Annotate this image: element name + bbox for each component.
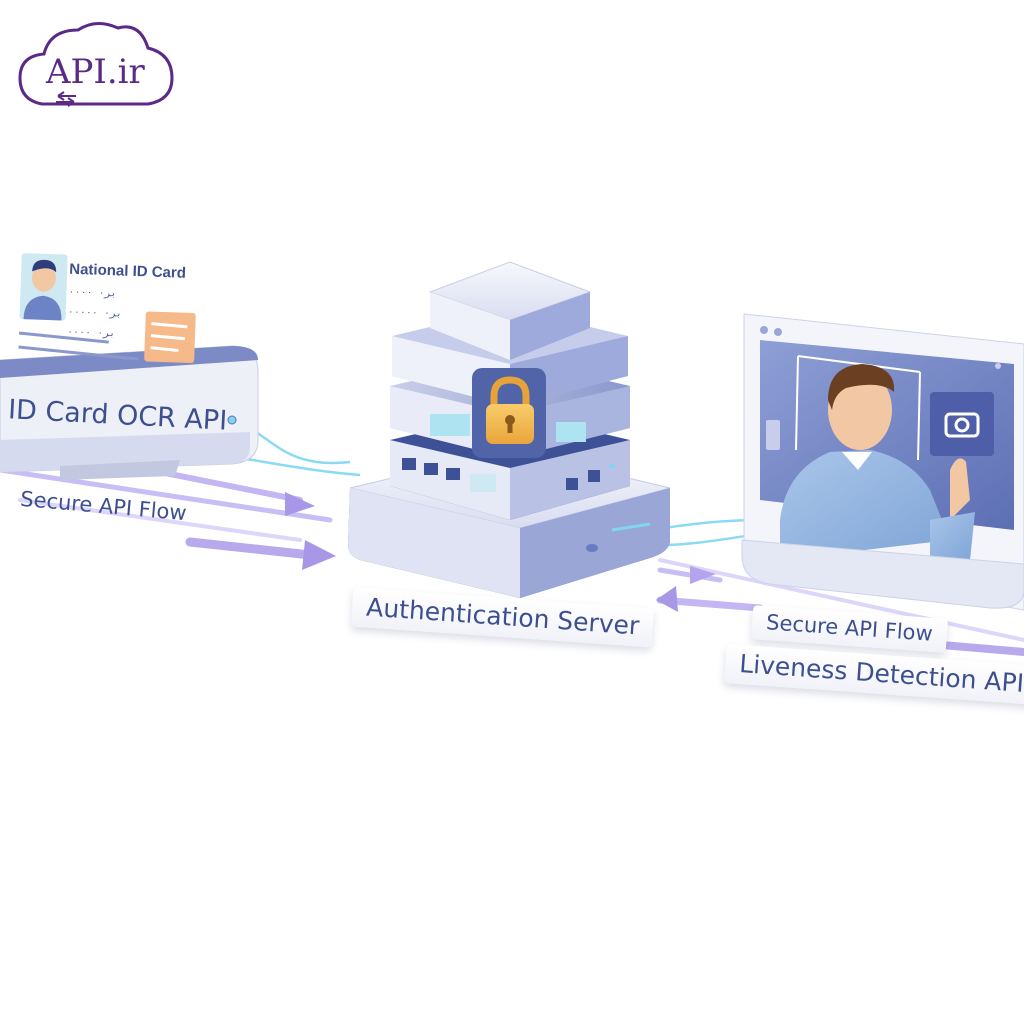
cloud-logo-icon — [18, 22, 174, 107]
person-avatar — [780, 364, 975, 560]
ocr-scanner — [0, 345, 259, 480]
national-id-card: National ID Card بر۰ ۰۰۰۰ بر۰ ۰۰۰۰۰ بر۰ … — [8, 233, 205, 382]
id-card-title: National ID Card — [69, 260, 187, 282]
id-card-row: بر۰ ۰۰۰۰۰ — [67, 306, 123, 320]
flow-arrows — [0, 459, 1024, 656]
id-card-row: بر۰ ۰۰۰۰ — [68, 286, 117, 300]
lock-icon — [486, 376, 534, 444]
liveness-monitor — [741, 313, 1024, 611]
auth-server — [348, 261, 671, 598]
id-card-graphics — [18, 253, 196, 364]
id-card-row: بر۰ ۰۰۰۰ — [66, 326, 116, 340]
logo: API.ir — [46, 52, 145, 92]
camera-icon — [944, 412, 980, 438]
